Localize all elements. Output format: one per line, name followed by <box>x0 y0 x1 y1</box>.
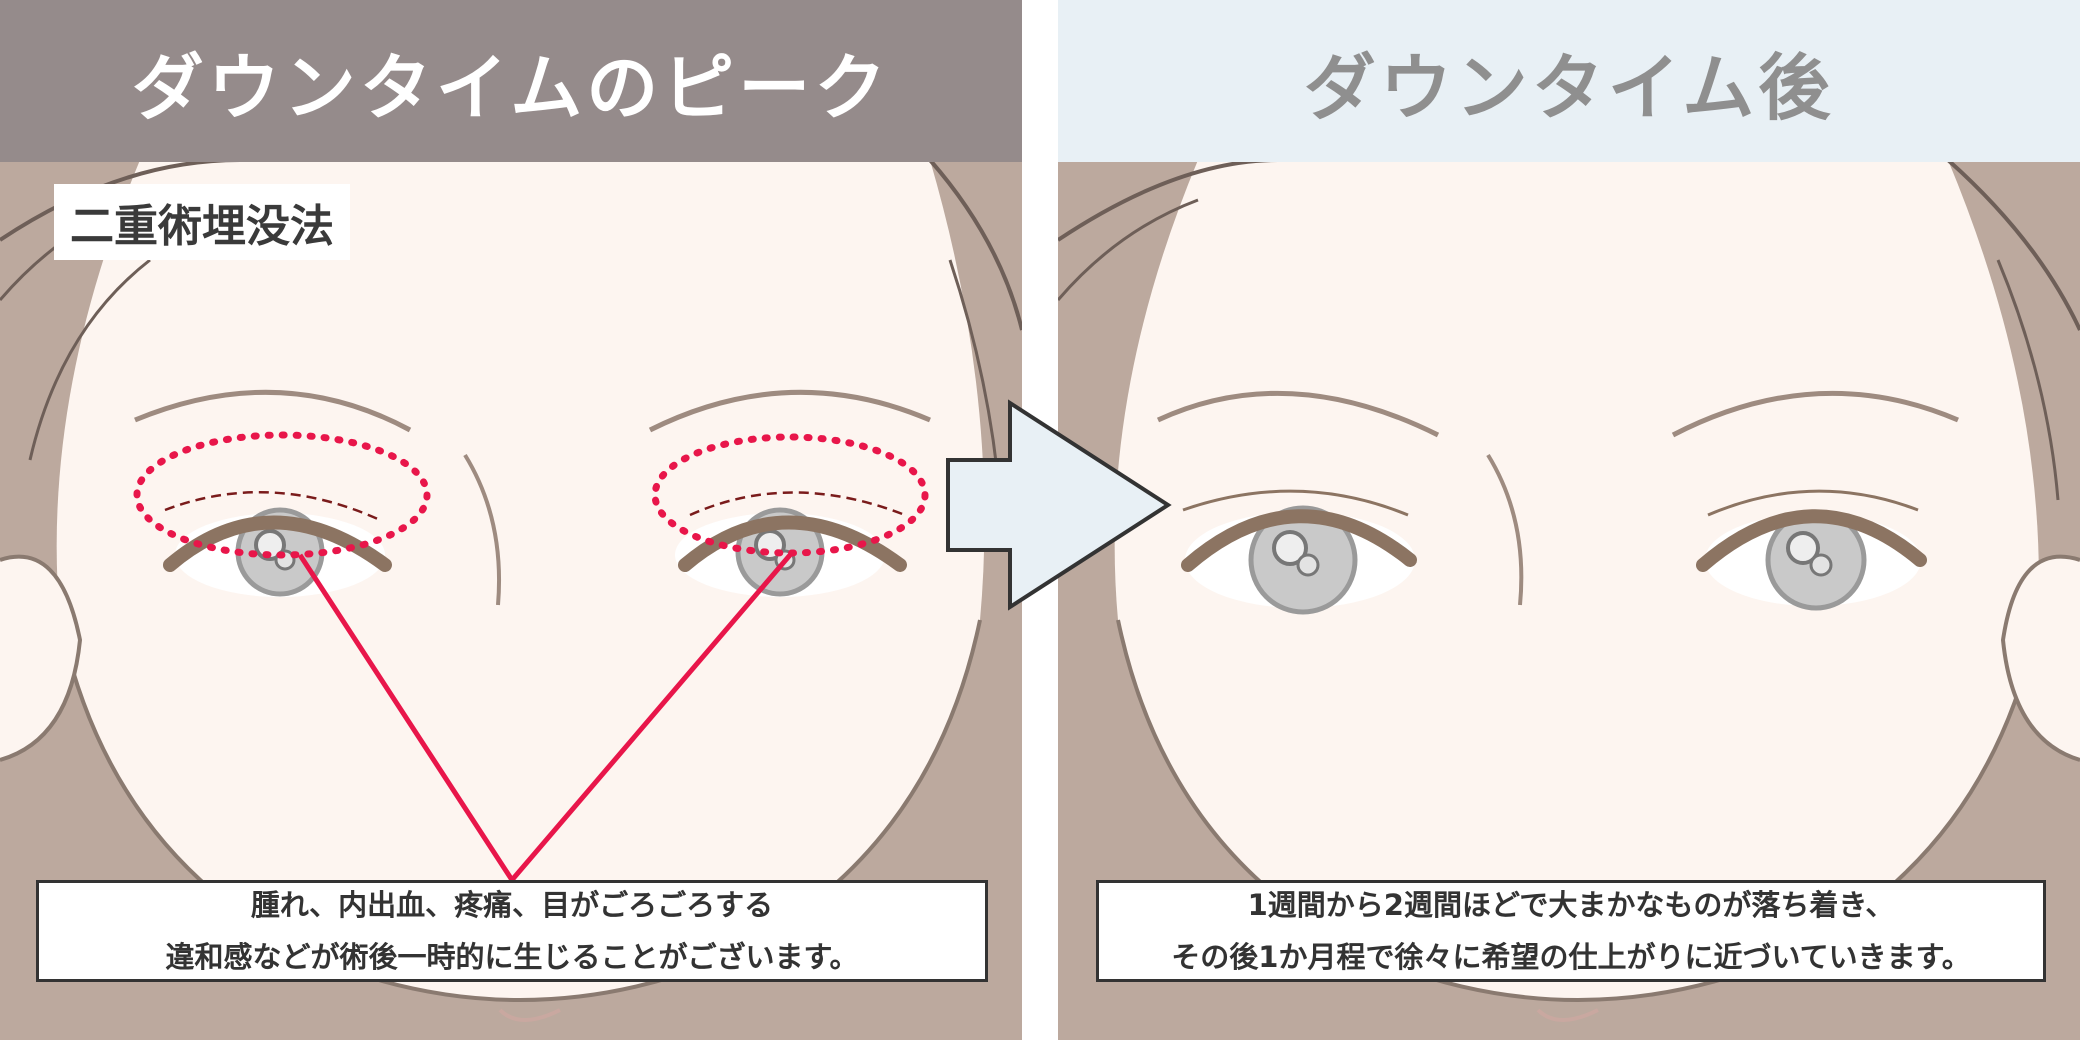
after-caption-line-1: 1週間から2週間ほどで大まかなものが落ち着き、 <box>1247 888 1895 922</box>
after-caption-line-2: その後1か月程で徐々に希望の仕上がりに近づいていきます。 <box>1171 940 1971 974</box>
before-caption-line-2: 違和感などが術後一時的に生じることがございます。 <box>165 940 859 974</box>
surgery-method-label: 二重術埋没法 <box>54 184 350 260</box>
before-caption-line-1: 腫れ、内出血、疼痛、目がごろごろする <box>250 888 774 922</box>
before-caption: 腫れ、内出血、疼痛、目がごろごろする 違和感などが術後一時的に生じることがござい… <box>36 880 988 982</box>
before-panel: ダウンタイムのピーク 二重術埋没法 腫れ、内出血、疼痛、目がごろごろする 違和感… <box>0 0 1022 1040</box>
before-title: ダウンタイムのピーク <box>0 0 1022 162</box>
right-arrow-icon <box>946 399 1172 611</box>
after-title: ダウンタイム後 <box>1058 0 2080 162</box>
after-panel: ダウンタイム後 1週間から2週間ほどで大まかなものが落ち着き、 その後1か月程で… <box>1058 0 2080 1040</box>
after-caption: 1週間から2週間ほどで大まかなものが落ち着き、 その後1か月程で徐々に希望の仕上… <box>1096 880 2046 982</box>
